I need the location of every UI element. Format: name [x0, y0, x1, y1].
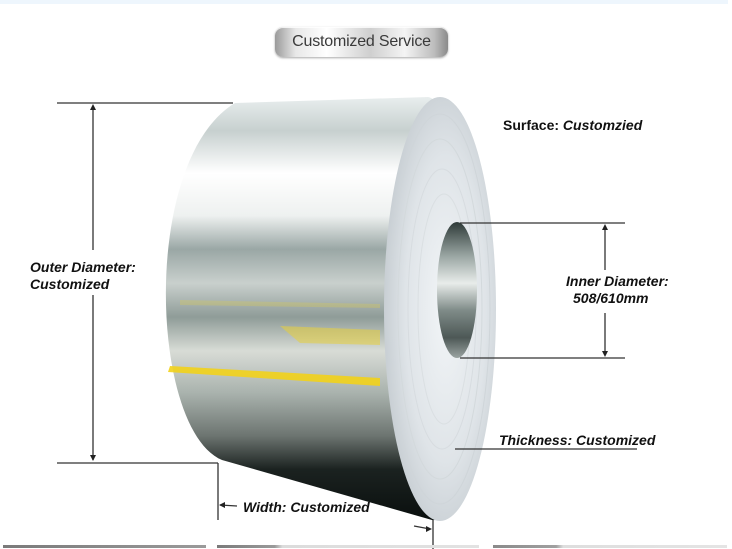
thickness-label: Thickness: Customized	[499, 432, 656, 448]
arrow-up-icon	[602, 224, 608, 230]
arrow-right-icon	[426, 526, 432, 532]
arrow-down-icon	[90, 455, 96, 461]
customized-service-badge: Customized Service	[275, 27, 448, 57]
inner-diameter-label: Inner Diameter: 508/610mm	[566, 273, 669, 306]
bottom-tab-1	[3, 545, 206, 548]
surface-label: Surface: Customzied	[503, 117, 643, 133]
bottom-tab-3	[493, 545, 727, 548]
inner-hole	[437, 222, 477, 358]
top-strip	[0, 0, 728, 4]
dimension-lines	[57, 102, 637, 549]
width-label: Width: Customized	[243, 499, 370, 515]
arrow-left-icon	[219, 502, 225, 508]
arrow-down-icon	[602, 351, 608, 357]
dimension-arrows	[90, 104, 608, 532]
outer-diameter-label: Outer Diameter: Customized	[30, 259, 136, 292]
badge-label: Customized Service	[292, 33, 431, 50]
coil-body	[165, 97, 461, 521]
coil-face	[384, 97, 496, 521]
arrow-up-icon	[90, 104, 96, 110]
bottom-tab-2	[217, 545, 479, 548]
